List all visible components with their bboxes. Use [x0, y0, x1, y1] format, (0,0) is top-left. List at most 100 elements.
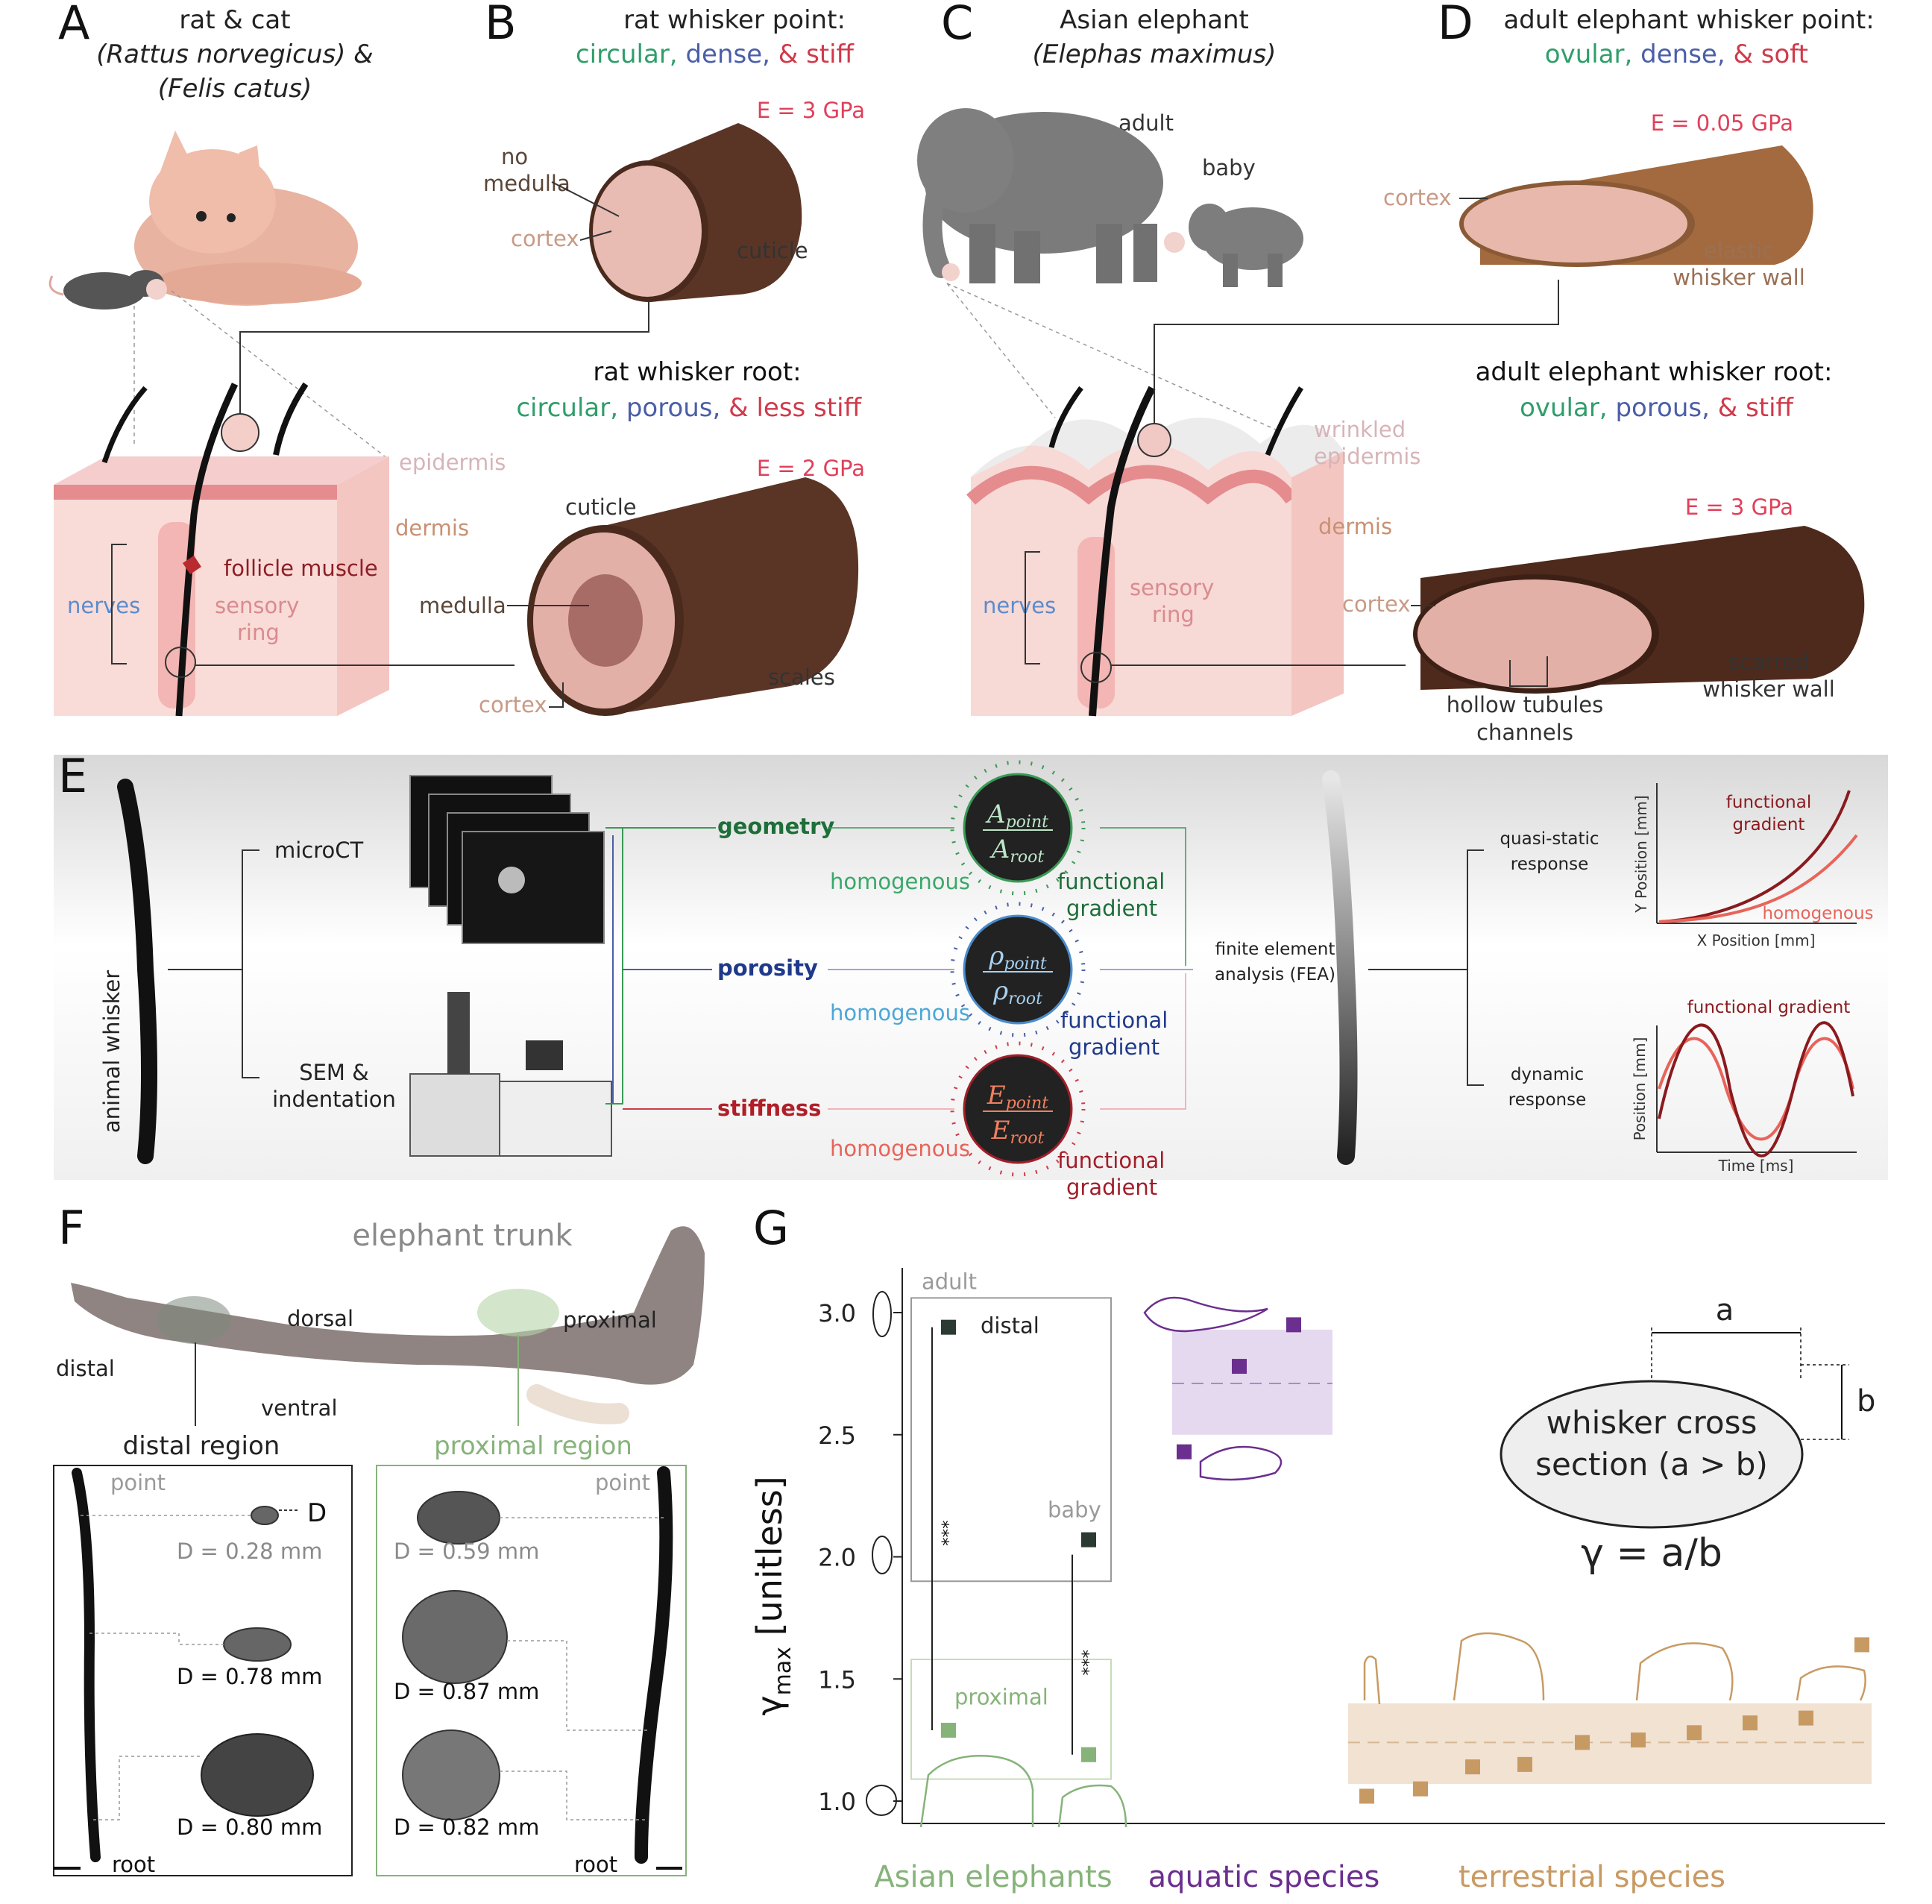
- label-hollow-tubules: hollow tubules: [1447, 692, 1603, 717]
- distal-d-1: D = 0.28 mm: [177, 1539, 322, 1564]
- ratio-stf-num: Epoint: [987, 1081, 1048, 1113]
- glyph-ellipse-3: [872, 1291, 892, 1337]
- label-sensory-e: sensory: [1130, 575, 1214, 600]
- ele-root-title: adult elephant whisker root:: [1476, 357, 1833, 387]
- ele-prop-density: dense,: [1640, 40, 1725, 69]
- ratio-por-num-base: ρ: [988, 941, 1004, 971]
- proximal-root: root: [574, 1852, 617, 1877]
- rat-root-props: circular, porous, & less stiff: [516, 393, 862, 423]
- ratio-stiffness: Epoint Eroot: [950, 1041, 1086, 1177]
- panel-a-title-2: (Rattus norvegicus) &: [96, 40, 373, 69]
- ele-point-props: ovular, dense, & soft: [1545, 40, 1808, 69]
- g-label-baby: baby: [1048, 1498, 1101, 1523]
- ele-root-prop-density: porous,: [1615, 393, 1710, 423]
- elephant-skin-block: [966, 418, 1344, 716]
- rat-point-cylinder: [589, 123, 802, 302]
- ratio-por-num-sub: point: [1004, 955, 1047, 973]
- g-point-adult-proximal: [941, 1723, 956, 1738]
- label-fea-2: analysis (FEA): [1215, 965, 1335, 984]
- cross-section-inset: whisker cross section (a > b) a b γ = a/…: [1500, 1293, 1875, 1576]
- g-point-terrestrial-9: [1854, 1637, 1869, 1653]
- plot1-fg-1: functional: [1726, 793, 1811, 812]
- elephant-outline-icons: [919, 1755, 1127, 1828]
- g-aquatic-band: [1172, 1329, 1332, 1435]
- whisker-icon: [117, 779, 157, 1164]
- proximal-d-2: D = 0.87 mm: [394, 1679, 539, 1704]
- label-quasi-1: quasi-static: [1500, 829, 1599, 849]
- label-distal-region: distal region: [123, 1431, 280, 1461]
- ratio-por-den-sub: root: [1008, 990, 1042, 1008]
- label-epidermis: epidermis: [399, 450, 506, 475]
- label-whisker-wall: whisker wall: [1673, 265, 1805, 290]
- distal-point: point: [110, 1470, 166, 1495]
- label-dorsal: dorsal: [287, 1306, 353, 1331]
- panel-f-letter: F: [58, 1201, 85, 1255]
- plot1-ylabel: Y Position [mm]: [1632, 795, 1650, 913]
- geo-homogenous: homogenous: [830, 869, 970, 894]
- g-ytick-label-3: 2.5: [818, 1421, 856, 1450]
- g-point-baby-proximal: [1081, 1747, 1096, 1762]
- panel-f: F elephant trunk dorsal ventral distal p…: [53, 1201, 705, 1877]
- g-ylabel-unit: [unitless]: [749, 1476, 790, 1647]
- rat-root-title: rat whisker root:: [593, 357, 801, 387]
- g-point-terrestrial-8: [1799, 1710, 1813, 1726]
- plot1-homog: homogenous: [1762, 904, 1873, 923]
- ratio-geometry: Apoint Aroot: [950, 760, 1086, 896]
- label-dermis-e: dermis: [1318, 514, 1392, 539]
- panel-e: E animal whisker microCT SEM & indentati…: [54, 749, 1888, 1200]
- panel-a-letter: A: [58, 0, 89, 50]
- label-baby: baby: [1202, 155, 1256, 180]
- label-adult: adult: [1118, 110, 1174, 136]
- root-prop-stiff: & less stiff: [729, 393, 862, 423]
- ele-point-title: adult elephant whisker point:: [1503, 5, 1874, 35]
- label-cortex-ele: cortex: [1383, 185, 1451, 210]
- label-distal-trunk: distal: [56, 1356, 115, 1381]
- label-wrinkled: wrinkled: [1314, 417, 1406, 442]
- terrestrial-animal-icons: [1363, 1632, 1866, 1705]
- distal-root: root: [112, 1852, 155, 1877]
- label-proximal-trunk: proximal: [563, 1307, 657, 1333]
- panel-g: G γmax [unitless] 1.01.52.02.53.0 adult …: [749, 1201, 1885, 1894]
- microct-stack-icon: [409, 775, 605, 944]
- proximal-point: point: [595, 1470, 650, 1495]
- label-sem: SEM &: [299, 1060, 369, 1085]
- distal-d-mark: D: [307, 1498, 327, 1528]
- cross-section-1: whisker cross: [1546, 1404, 1758, 1441]
- label-sensory: sensory: [215, 593, 299, 618]
- group-terrestrial: terrestrial species: [1459, 1860, 1725, 1894]
- quasi-static-plot: Y Position [mm] X Position [mm] function…: [1632, 783, 1874, 949]
- rat-illustration: [48, 270, 167, 310]
- proximal-d-1: D = 0.59 mm: [394, 1539, 539, 1564]
- panel-a-title-3: (Felis catus): [158, 74, 312, 104]
- label-scarred: scarred: [1728, 650, 1809, 675]
- label-animal-whisker: animal whisker: [99, 970, 125, 1133]
- label-medulla: medulla: [483, 171, 570, 196]
- prop-stiff: & stiff: [778, 40, 855, 69]
- g-terrestrial-band: [1348, 1703, 1872, 1785]
- g-ylabel: γmax [unitless]: [749, 1476, 796, 1715]
- g-ylabel-main: γ: [749, 1695, 790, 1715]
- panel-c-letter: C: [941, 0, 973, 50]
- g-distal-box: [910, 1297, 1112, 1583]
- ele-prop-shape: ovular,: [1545, 40, 1633, 69]
- rat-skin-block: [54, 456, 389, 716]
- ratio-por-den: ρroot: [992, 976, 1042, 1008]
- label-ring-e: ring: [1152, 602, 1195, 627]
- g-boxes: [910, 1297, 1872, 1785]
- g-point-terrestrial-4: [1575, 1735, 1590, 1750]
- label-cortex-ele-root: cortex: [1342, 591, 1410, 617]
- label-channels: channels: [1476, 720, 1573, 745]
- plot1-xlabel: X Position [mm]: [1697, 931, 1816, 949]
- ratio-stf-den-base: E: [991, 1116, 1010, 1146]
- group-aquatic: aquatic species: [1148, 1860, 1380, 1894]
- g-point-terrestrial-7: [1743, 1715, 1758, 1731]
- ratio-por-num: ρpoint: [988, 941, 1047, 973]
- g-points: [941, 1317, 1869, 1804]
- stf-functional: functional: [1057, 1148, 1165, 1173]
- stf-gradient: gradient: [1066, 1175, 1157, 1200]
- trunk-illustration: [71, 1226, 705, 1424]
- label-stiffness: stiffness: [717, 1096, 821, 1121]
- label-dermis: dermis: [395, 515, 469, 541]
- g-axes: [902, 1268, 1885, 1824]
